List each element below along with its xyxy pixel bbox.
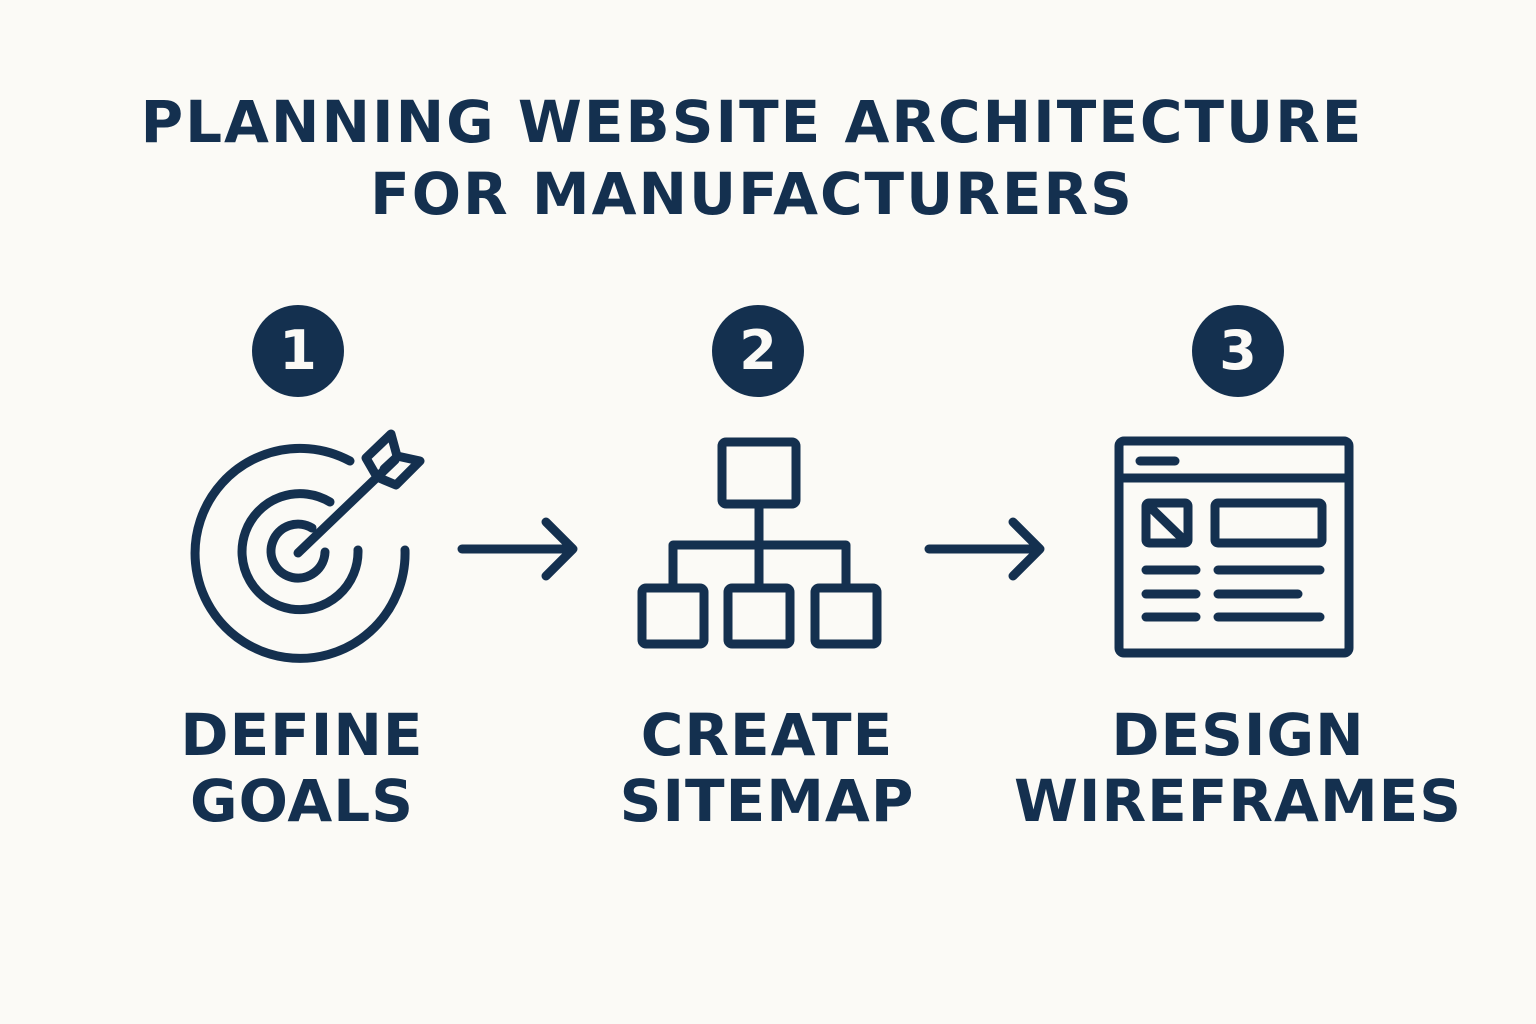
- step-3-label-line-1: DESIGN: [1111, 701, 1365, 769]
- step-1-label-line-1: DEFINE: [180, 701, 424, 769]
- step-3-label: DESIGN WIREFRAMES: [998, 702, 1478, 834]
- step-1-number-badge: 1: [252, 305, 344, 397]
- page-title: PLANNING WEBSITE ARCHITECTURE FOR MANUFA…: [0, 86, 1504, 230]
- step-2-label: CREATE SITEMAP: [527, 702, 1007, 834]
- target-icon: [190, 429, 425, 663]
- title-line-2: FOR MANUFACTURERS: [370, 160, 1134, 228]
- step-3-label-line-2: WIREFRAMES: [1013, 767, 1463, 835]
- sitemap-icon: [637, 437, 882, 649]
- step-2-number-badge: 2: [712, 305, 804, 397]
- step-1-label-line-2: GOALS: [190, 767, 414, 835]
- step-2-label-line-2: SITEMAP: [619, 767, 915, 835]
- step-3-number-badge: 3: [1192, 305, 1284, 397]
- step-2-label-line-1: CREATE: [640, 701, 894, 769]
- wireframe-icon: [1114, 436, 1354, 658]
- arrow-right-icon: [457, 517, 578, 581]
- step-1-label: DEFINE GOALS: [62, 702, 542, 834]
- title-line-1: PLANNING WEBSITE ARCHITECTURE: [140, 88, 1364, 156]
- arrow-right-icon: [924, 517, 1045, 581]
